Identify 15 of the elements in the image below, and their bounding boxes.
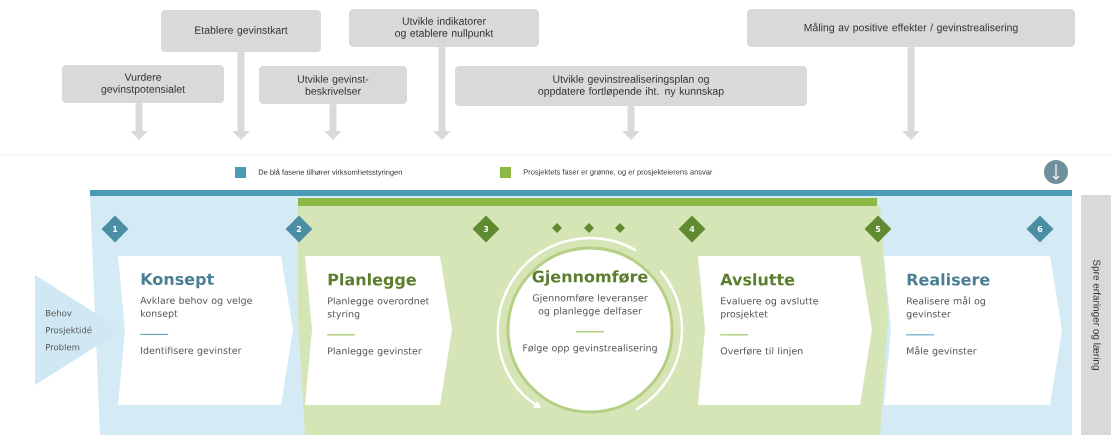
node-label: Prosjektidé [46, 326, 92, 335]
activity-box: Etablere gevinstkart [161, 10, 321, 52]
activity-box: Utvikle gevinst- beskrivelser [259, 66, 407, 104]
activity-box: Vurdere gevinstpotensialet [62, 65, 224, 103]
node-label: Behov [46, 309, 72, 317]
node-label: Problem [46, 343, 80, 351]
activity-box: Måling av positive effekter / gevinstrealisering [747, 9, 1075, 47]
activity-box: Utvikle indikatorer og etablere nullpunkt [349, 9, 539, 47]
phase-box: Realisere Realisere mål og gevinster Måle gevinster [884, 256, 1062, 405]
input-triangle: Behov Prosjektidé Problem [35, 275, 122, 385]
activity-box: Utvikle gevinstrealiseringsplan og oppdatere fortløpende iht. ny kunnskap [455, 66, 807, 106]
phase-box: Avslutte Evaluere og avslutte prosjektet Overføre til linjen [698, 256, 872, 405]
phase-box: Konsept Avklare behov og velge konsept Identifisere gevinster [118, 256, 293, 405]
side-band: Spre erfaringer og læring [1081, 195, 1111, 435]
phase-box: Planlegge Planlegge overordnet styring Planlegge gevinster [305, 256, 452, 405]
